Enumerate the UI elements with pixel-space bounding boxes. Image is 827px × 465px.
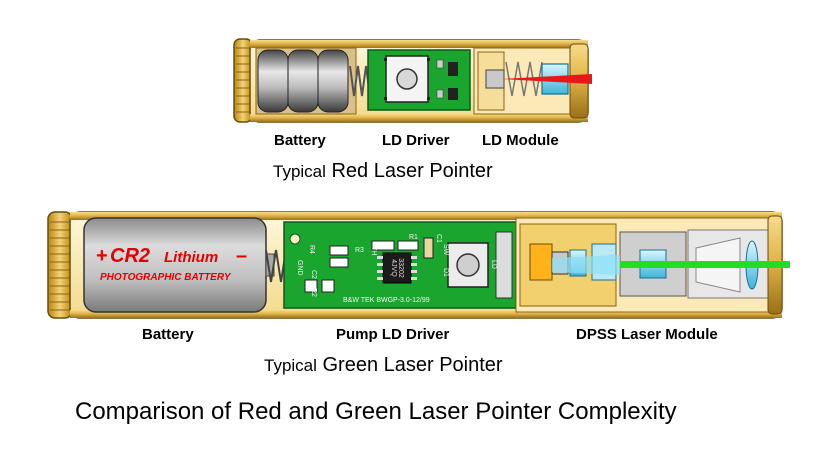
red-module-spring <box>505 61 543 97</box>
red-housing-rim-bottom <box>250 114 588 122</box>
battery-plus-sign: + <box>96 245 108 267</box>
silk-r1: R1 <box>409 234 418 241</box>
driver-ic-pins <box>377 256 417 280</box>
pump-light-cone <box>552 255 620 275</box>
silk-ld: LD <box>490 260 497 269</box>
green-caption-main: Green Laser Pointer <box>322 354 503 376</box>
red-battery-label: Battery <box>274 132 326 149</box>
pcb-mount-hole <box>289 233 301 245</box>
red-caption-prefix: Typical <box>273 162 326 181</box>
red-laser-pointer <box>233 38 592 123</box>
silk-r4: R4 <box>308 245 315 254</box>
driver-ic <box>382 252 412 284</box>
red-ld-driver-label: LD Driver <box>382 132 450 149</box>
red-driver-switch-button <box>396 68 418 90</box>
red-pointer-caption: Typical Red Laser Pointer <box>273 160 493 183</box>
red-battery-spring <box>349 65 371 97</box>
battery-chemistry: Lithium <box>164 249 218 266</box>
green-housing-rim <box>70 212 782 220</box>
battery-model: CR2 <box>110 245 150 267</box>
battery-subtitle: PHOTOGRAPHIC BATTERY <box>100 272 232 283</box>
silk-r3: R3 <box>355 247 364 254</box>
red-laser-beam <box>502 74 592 84</box>
green-battery-spring <box>265 249 287 283</box>
silk-footer: B&W TEK BWGP-3.0-12/99 <box>343 297 430 304</box>
silk-c2: C2 <box>310 270 317 279</box>
dpss-module-label: DPSS Laser Module <box>576 326 718 343</box>
silk-r2: R2 <box>310 288 317 297</box>
green-battery-label: Battery <box>142 326 194 343</box>
green-laser-beam <box>620 261 790 268</box>
green-pointer-caption: Typical Green Laser Pointer <box>264 354 503 377</box>
silk-c1: C1 <box>435 234 442 243</box>
pcb-silkscreen: R4 R3 R1 TH C1 SW D1 GND C2 R2 LD B&W TE… <box>296 234 497 304</box>
red-battery-cells <box>257 49 349 113</box>
red-caption-main: Red Laser Pointer <box>331 160 493 182</box>
driver-tact-switch-button <box>456 253 480 277</box>
green-laser-pointer: + CR2 Lithium – PHOTOGRAPHIC BATTERY 3 <box>47 211 790 319</box>
silk-d1: D1 <box>442 268 449 277</box>
ic-label-bottom: 4JVQ <box>390 259 397 277</box>
silk-th: TH <box>370 246 377 255</box>
green-end-cap-knurl <box>50 221 70 311</box>
red-housing-rim <box>250 40 588 48</box>
battery-minus-sign: – <box>236 245 247 267</box>
page-title: Comparison of Red and Green Laser Pointe… <box>75 398 677 425</box>
pump-diode <box>529 243 553 281</box>
pcb-components <box>304 237 434 293</box>
green-caption-prefix: Typical <box>264 356 317 375</box>
driver-output-block <box>495 231 513 299</box>
ic-label-top: 33202 <box>397 258 404 278</box>
green-housing-rim-bottom <box>70 310 782 318</box>
silk-sw: SW <box>442 244 449 256</box>
pump-ld-driver-label: Pump LD Driver <box>336 326 450 343</box>
red-laser-diode <box>485 69 505 89</box>
silk-gnd: GND <box>296 260 303 276</box>
red-driver-chip <box>448 62 458 76</box>
red-driver-transistor <box>448 88 458 100</box>
red-end-cap-knurl <box>236 47 250 113</box>
red-ld-module-label: LD Module <box>482 132 559 149</box>
